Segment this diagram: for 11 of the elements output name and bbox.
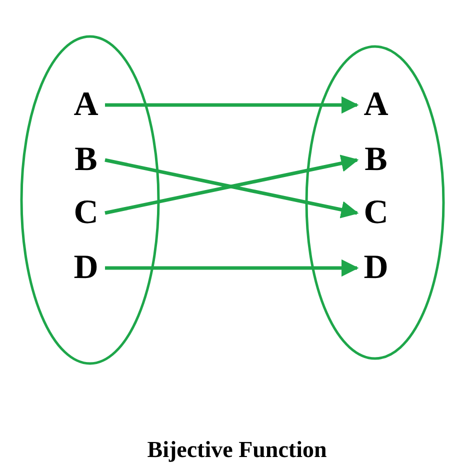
element-label: D — [74, 251, 98, 285]
element-label: D — [364, 251, 388, 285]
element-label: A — [74, 88, 98, 122]
arrow — [105, 259, 359, 277]
element-label: B — [74, 143, 98, 177]
element-label: B — [364, 143, 388, 177]
element-label: C — [74, 196, 98, 230]
arrow — [105, 96, 359, 114]
caption: Bijective Function — [147, 436, 327, 464]
element-label: A — [364, 88, 388, 122]
element-label: C — [364, 196, 388, 230]
